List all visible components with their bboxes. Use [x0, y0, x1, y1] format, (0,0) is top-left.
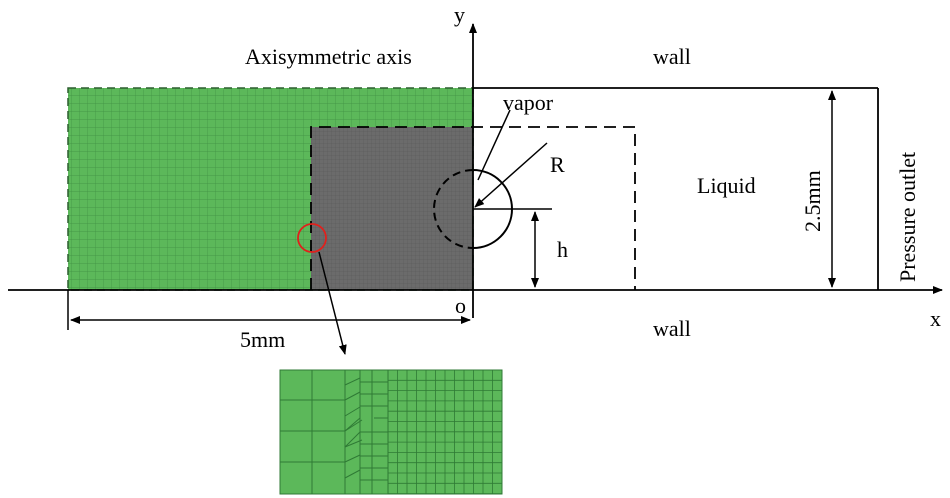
mesh-detail-inset	[279, 369, 503, 495]
vapor-pointer	[477, 109, 511, 181]
h-label: h	[557, 237, 568, 262]
detail-callout-arrow	[318, 251, 347, 355]
height-label: 2.5mm	[800, 170, 825, 232]
origin-label: o	[455, 293, 466, 318]
pressure-outlet-label: Pressure outlet	[895, 152, 920, 282]
refined-mesh-region	[311, 127, 473, 290]
vapor-label: vapor	[503, 90, 554, 115]
axisymmetric-axis-label: Axisymmetric axis	[245, 44, 412, 69]
radius-arrow	[474, 142, 548, 208]
y-axis-label: y	[454, 2, 465, 27]
wall-top-label: wall	[653, 44, 691, 69]
liquid-label: Liquid	[697, 173, 756, 198]
x-axis-label: x	[930, 306, 941, 331]
bubble-left-half	[433, 169, 474, 249]
wall-bottom-label: wall	[653, 316, 691, 341]
width-label: 5mm	[240, 327, 285, 352]
radius-label: R	[550, 152, 565, 177]
mesh-detail-marker	[297, 223, 327, 253]
